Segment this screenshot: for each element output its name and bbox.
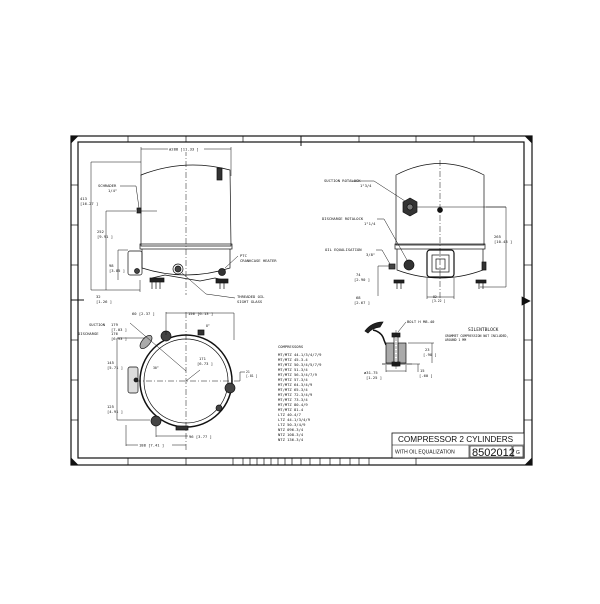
discharge-label: DISCHARGE bbox=[78, 331, 99, 336]
dim-125: 125 bbox=[107, 404, 114, 409]
model-item: MT/MTZ 51-3/4 bbox=[278, 367, 308, 372]
radius-171: 171 bbox=[199, 356, 207, 361]
suction-rotalock-label: SUCTION ROTALOCK bbox=[324, 178, 361, 183]
dim-96: 96 [3.77 ] bbox=[189, 434, 212, 439]
height-98: 98 bbox=[109, 263, 114, 268]
width-82: 82 bbox=[433, 295, 437, 299]
sight-glass-label: THREADED OIL bbox=[237, 294, 265, 299]
model-item: MT/MTZ 56-3/4/7/9 bbox=[278, 372, 318, 377]
front-view: ø288 [11.33 ] SCHRADER 1/4" 413 [16.27 ]… bbox=[80, 146, 277, 304]
oil-equalisation-label: OIL EQUALISATION bbox=[325, 247, 362, 252]
height-252-in: [9.91 ] bbox=[97, 234, 113, 239]
top-view: 60 [2.37 ] 156 [6.13 ] SUCTION 179 [7.03… bbox=[78, 311, 258, 450]
radius-171-in: [6.73 ] bbox=[197, 361, 213, 366]
title-block-subtitle: WITH OIL EQUALIZATION bbox=[395, 450, 455, 456]
model-item: LTZ 44-1/3/4/9 bbox=[278, 417, 311, 422]
dim-145-in: [5.71 ] bbox=[107, 365, 123, 370]
model-item: MT/MTZ 57-3/4 bbox=[278, 377, 308, 382]
suction-179: 179 bbox=[111, 322, 119, 327]
silentblock-15-in: [.60 ] bbox=[419, 373, 433, 378]
height-68: 68 bbox=[356, 295, 361, 300]
model-item: NTZ 136-3/4 bbox=[278, 437, 304, 442]
schrader-size: 1/4" bbox=[108, 188, 117, 193]
schrader-label: SCHRADER bbox=[98, 183, 117, 188]
dim-125-in: [4.91 ] bbox=[107, 409, 123, 414]
discharge-rotalock-size: 1"1/4 bbox=[364, 221, 376, 226]
silentblock-detail: BOLT H M8-40 ø31.75 [1.25 ] 23 [.90 ] 15… bbox=[364, 319, 508, 380]
width-82-in: [3.22 ] bbox=[432, 299, 446, 303]
height-32: 32 bbox=[96, 294, 101, 299]
dim-145: 145 bbox=[107, 360, 114, 365]
compressors-heading: COMPRESSORS bbox=[278, 344, 304, 349]
bolt-label: BOLT H M8-40 bbox=[407, 319, 435, 324]
height-74: 74 bbox=[356, 272, 361, 277]
drawing-frame bbox=[70, 135, 533, 466]
discharge-176-in: [6.93 ] bbox=[111, 336, 127, 341]
compressors-list: COMPRESSORS MT/MTZ 44-1/3/4/7/9 MT/MTZ 4… bbox=[278, 344, 322, 442]
silentblock-diameter: ø31.75 bbox=[364, 370, 378, 375]
model-item: MT/MTZ 81-4 bbox=[278, 407, 304, 412]
model-item: MT/MTZ 44-1/3/4/7/9 bbox=[278, 352, 322, 357]
model-item: NTZ 096-3/4 bbox=[278, 427, 304, 432]
suction-179-in: [7.03 ] bbox=[111, 327, 127, 332]
model-item: MT/MTZ 50-3/4/5/7/9 bbox=[278, 362, 322, 367]
silentblock-23: 23 bbox=[425, 347, 430, 352]
dim-188: 188 [7.41 ] bbox=[139, 443, 164, 448]
crankcase-heater-label: CRANKCASE HEATER bbox=[240, 258, 277, 263]
model-item: MT/MTZ 64-3/4/9 bbox=[278, 382, 313, 387]
suction-label: SUCTION bbox=[89, 322, 106, 327]
model-item: MT/MTZ 73-3/4 bbox=[278, 397, 308, 402]
dim-60: 60 [2.37 ] bbox=[132, 311, 155, 316]
discharge-176: 176 bbox=[111, 331, 119, 336]
angle-8: 8° bbox=[206, 324, 210, 328]
dim-21-in: [.81 ] bbox=[246, 374, 258, 378]
revision-letter: G bbox=[516, 450, 520, 456]
height-413-in: [16.27 ] bbox=[80, 201, 98, 206]
model-item: MT/MTZ 65-3/4 bbox=[278, 387, 308, 392]
height-413: 413 bbox=[80, 196, 87, 201]
model-item: MT/MTZ 72-3/4/9 bbox=[278, 392, 313, 397]
angle-30: 30° bbox=[153, 366, 159, 370]
drawing-number: 8502012 bbox=[472, 447, 515, 459]
height-68-in: [2.67 ] bbox=[354, 300, 370, 305]
model-item: NTZ 108-3/4 bbox=[278, 432, 304, 437]
height-265: 265 bbox=[494, 234, 501, 239]
side-view: SUCTION ROTALOCK 1"3/4 DISCHARGE ROTALOC… bbox=[322, 160, 512, 305]
front-diameter-dim: ø288 [11.33 ] bbox=[169, 147, 199, 152]
silentblock-title: SILENTBLOCK bbox=[468, 327, 499, 333]
silentblock-note-2: AROUND 1 MM bbox=[445, 338, 466, 342]
title-block: COMPRESSOR 2 CYLINDERS WITH OIL EQUALIZA… bbox=[391, 432, 525, 459]
model-item: MT/MTZ 80-4/9 bbox=[278, 402, 308, 407]
silentblock-23-in: [.90 ] bbox=[423, 352, 437, 357]
model-item: LTZ 40-4/7 bbox=[278, 412, 301, 417]
title-block-title: COMPRESSOR 2 CYLINDERS bbox=[398, 435, 514, 444]
model-item: LTZ 50-3/4/9 bbox=[278, 422, 306, 427]
height-32-in: [1.26 ] bbox=[96, 299, 112, 304]
dim-156: 156 [6.13 ] bbox=[188, 311, 213, 316]
silentblock-note: GROMMET COMPRESSION NOT INCLUDED, bbox=[445, 334, 508, 338]
height-98-in: [3.85 ] bbox=[109, 268, 125, 273]
height-252: 252 bbox=[97, 229, 104, 234]
suction-rotalock-size: 1"3/4 bbox=[360, 183, 372, 188]
model-item: MT/MTZ 45-3-4 bbox=[278, 357, 308, 362]
sight-glass-label-2: SIGHT GLASS bbox=[237, 299, 263, 304]
silentblock-15: 15 bbox=[420, 368, 425, 373]
ptc-label: PTC bbox=[240, 253, 247, 258]
oil-equalisation-size: 3/8" bbox=[366, 252, 375, 257]
discharge-rotalock-label: DISCHARGE ROTALOCK bbox=[322, 216, 364, 221]
silentblock-diameter-in: [1.25 ] bbox=[366, 375, 382, 380]
height-74-in: [2.90 ] bbox=[354, 277, 370, 282]
height-265-in: [10.43 ] bbox=[494, 239, 512, 244]
dim-21: 21 bbox=[246, 370, 250, 374]
